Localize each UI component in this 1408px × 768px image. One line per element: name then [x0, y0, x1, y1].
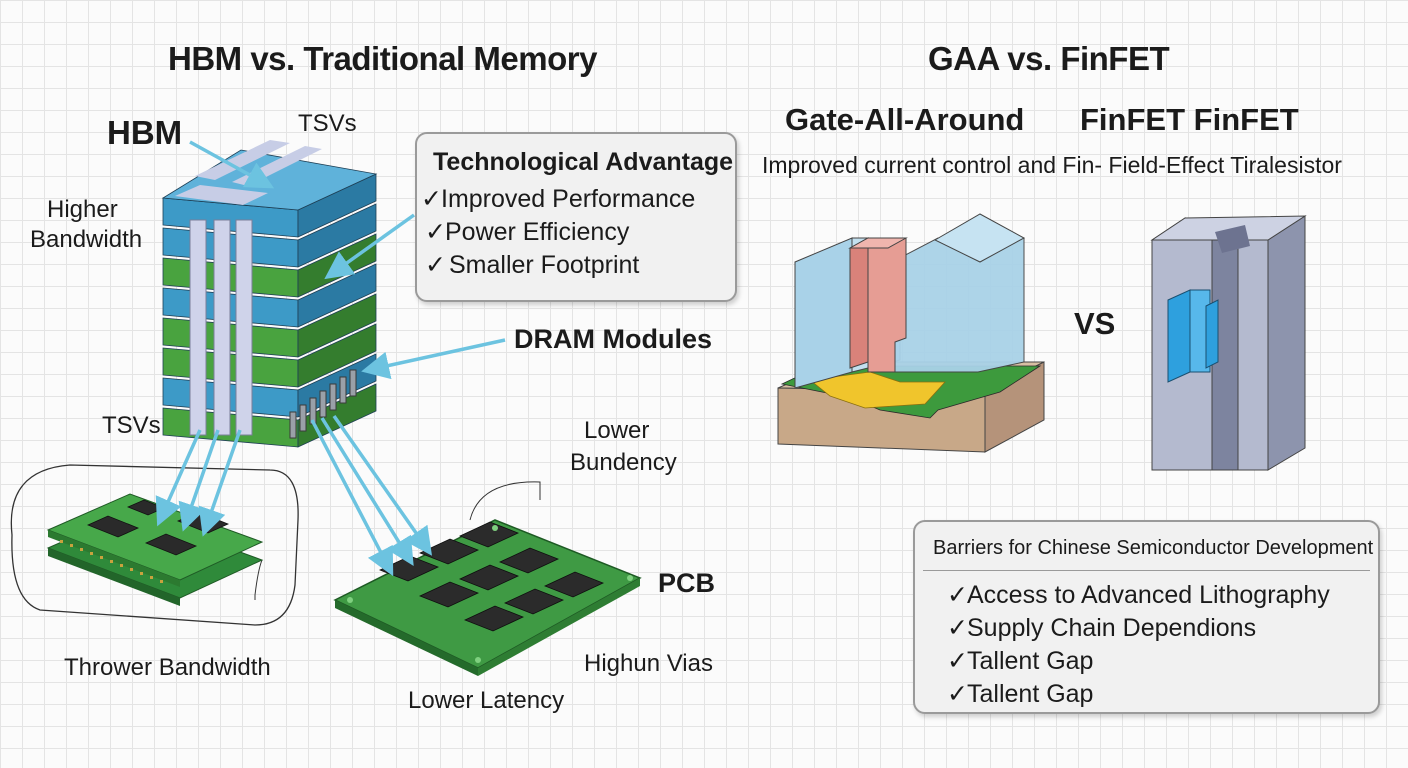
pcb-chip: [463, 605, 525, 632]
tsvs-top-label: TSVs: [298, 110, 357, 137]
hbm-label: HBM: [107, 114, 183, 151]
tsv-strips: [189, 219, 253, 436]
pcb-chip: [418, 538, 480, 565]
memory-modules: [10, 464, 299, 626]
check-icon: ✓: [947, 680, 968, 708]
dram-modules-label: DRAM Modules: [514, 324, 712, 354]
check-icon: ✓: [421, 185, 442, 213]
barrier-item: ✓Tallent Gap: [947, 645, 1378, 678]
check-icon: ✓: [947, 581, 968, 609]
lower-latency-label: Lower Latency: [408, 687, 565, 714]
pcb-chip: [543, 571, 605, 598]
pcb-label: PCB: [658, 568, 716, 598]
technological-advantage-box: Technological Advantage ✓Improved Perfor…: [415, 132, 737, 302]
dram-layer: [297, 323, 377, 388]
barrier-item: ✓Tallent Gap: [947, 678, 1378, 711]
gaa-structure: [777, 213, 1045, 453]
bundency-label: Bundency: [570, 449, 677, 476]
check-icon: ✓: [947, 647, 968, 675]
check-icon: ✓: [425, 251, 446, 279]
hbm-arrows: [155, 140, 506, 577]
top-tsv-band: [175, 185, 268, 205]
pcb-chip: [418, 581, 480, 608]
tsvs-left-label: TSVs: [102, 412, 161, 439]
pcb-board: [333, 481, 642, 676]
barrier-item: ✓Supply Chain Dependions: [947, 612, 1378, 645]
hbm-title: HBM vs. Traditional Memory: [168, 40, 597, 77]
vs-label: VS: [1074, 306, 1116, 341]
gaa-heading: Gate-All-Around: [785, 102, 1025, 137]
barrier-item: ✓Access to Advanced Lithography: [947, 579, 1378, 612]
pcb-chip: [458, 521, 520, 548]
advantage-box-title: Technological Advantage: [433, 148, 734, 176]
advantage-item: ✓Smaller Footprint: [421, 249, 735, 282]
thrower-bandwidth-label: Thrower Bandwidth: [64, 654, 271, 681]
bandwidth-label: Bandwidth: [30, 226, 143, 253]
gaa-subtitle: Improved current control and Fin- Field-…: [762, 152, 1342, 178]
check-icon: ✓: [425, 218, 446, 246]
hbm-stack: [161, 140, 378, 448]
lower-label: Lower: [584, 417, 650, 444]
advantage-item: ✓Improved Performance: [421, 183, 735, 216]
gaa-title: GAA vs. FinFET: [928, 40, 1170, 77]
barriers-box: Barriers for Chinese Semiconductor Devel…: [913, 520, 1380, 714]
pcb-chip: [498, 547, 560, 574]
top-tsv-band: [195, 140, 290, 180]
check-icon: ✓: [947, 614, 968, 642]
dram-layer: [297, 203, 377, 268]
highun-vias-label: Highun Vias: [584, 650, 713, 677]
dram-layer: [297, 293, 377, 358]
pcb-chip: [503, 588, 565, 615]
advantage-item: ✓Power Efficiency: [421, 216, 735, 249]
finfet-heading: FinFET FinFET: [1080, 102, 1299, 137]
pcb-chip: [458, 564, 520, 591]
stack-pins: [289, 369, 357, 439]
higher-label: Higher: [47, 196, 118, 223]
barriers-box-title: Barriers for Chinese Semiconductor Devel…: [923, 522, 1373, 571]
finfet-structure: [1150, 215, 1307, 471]
